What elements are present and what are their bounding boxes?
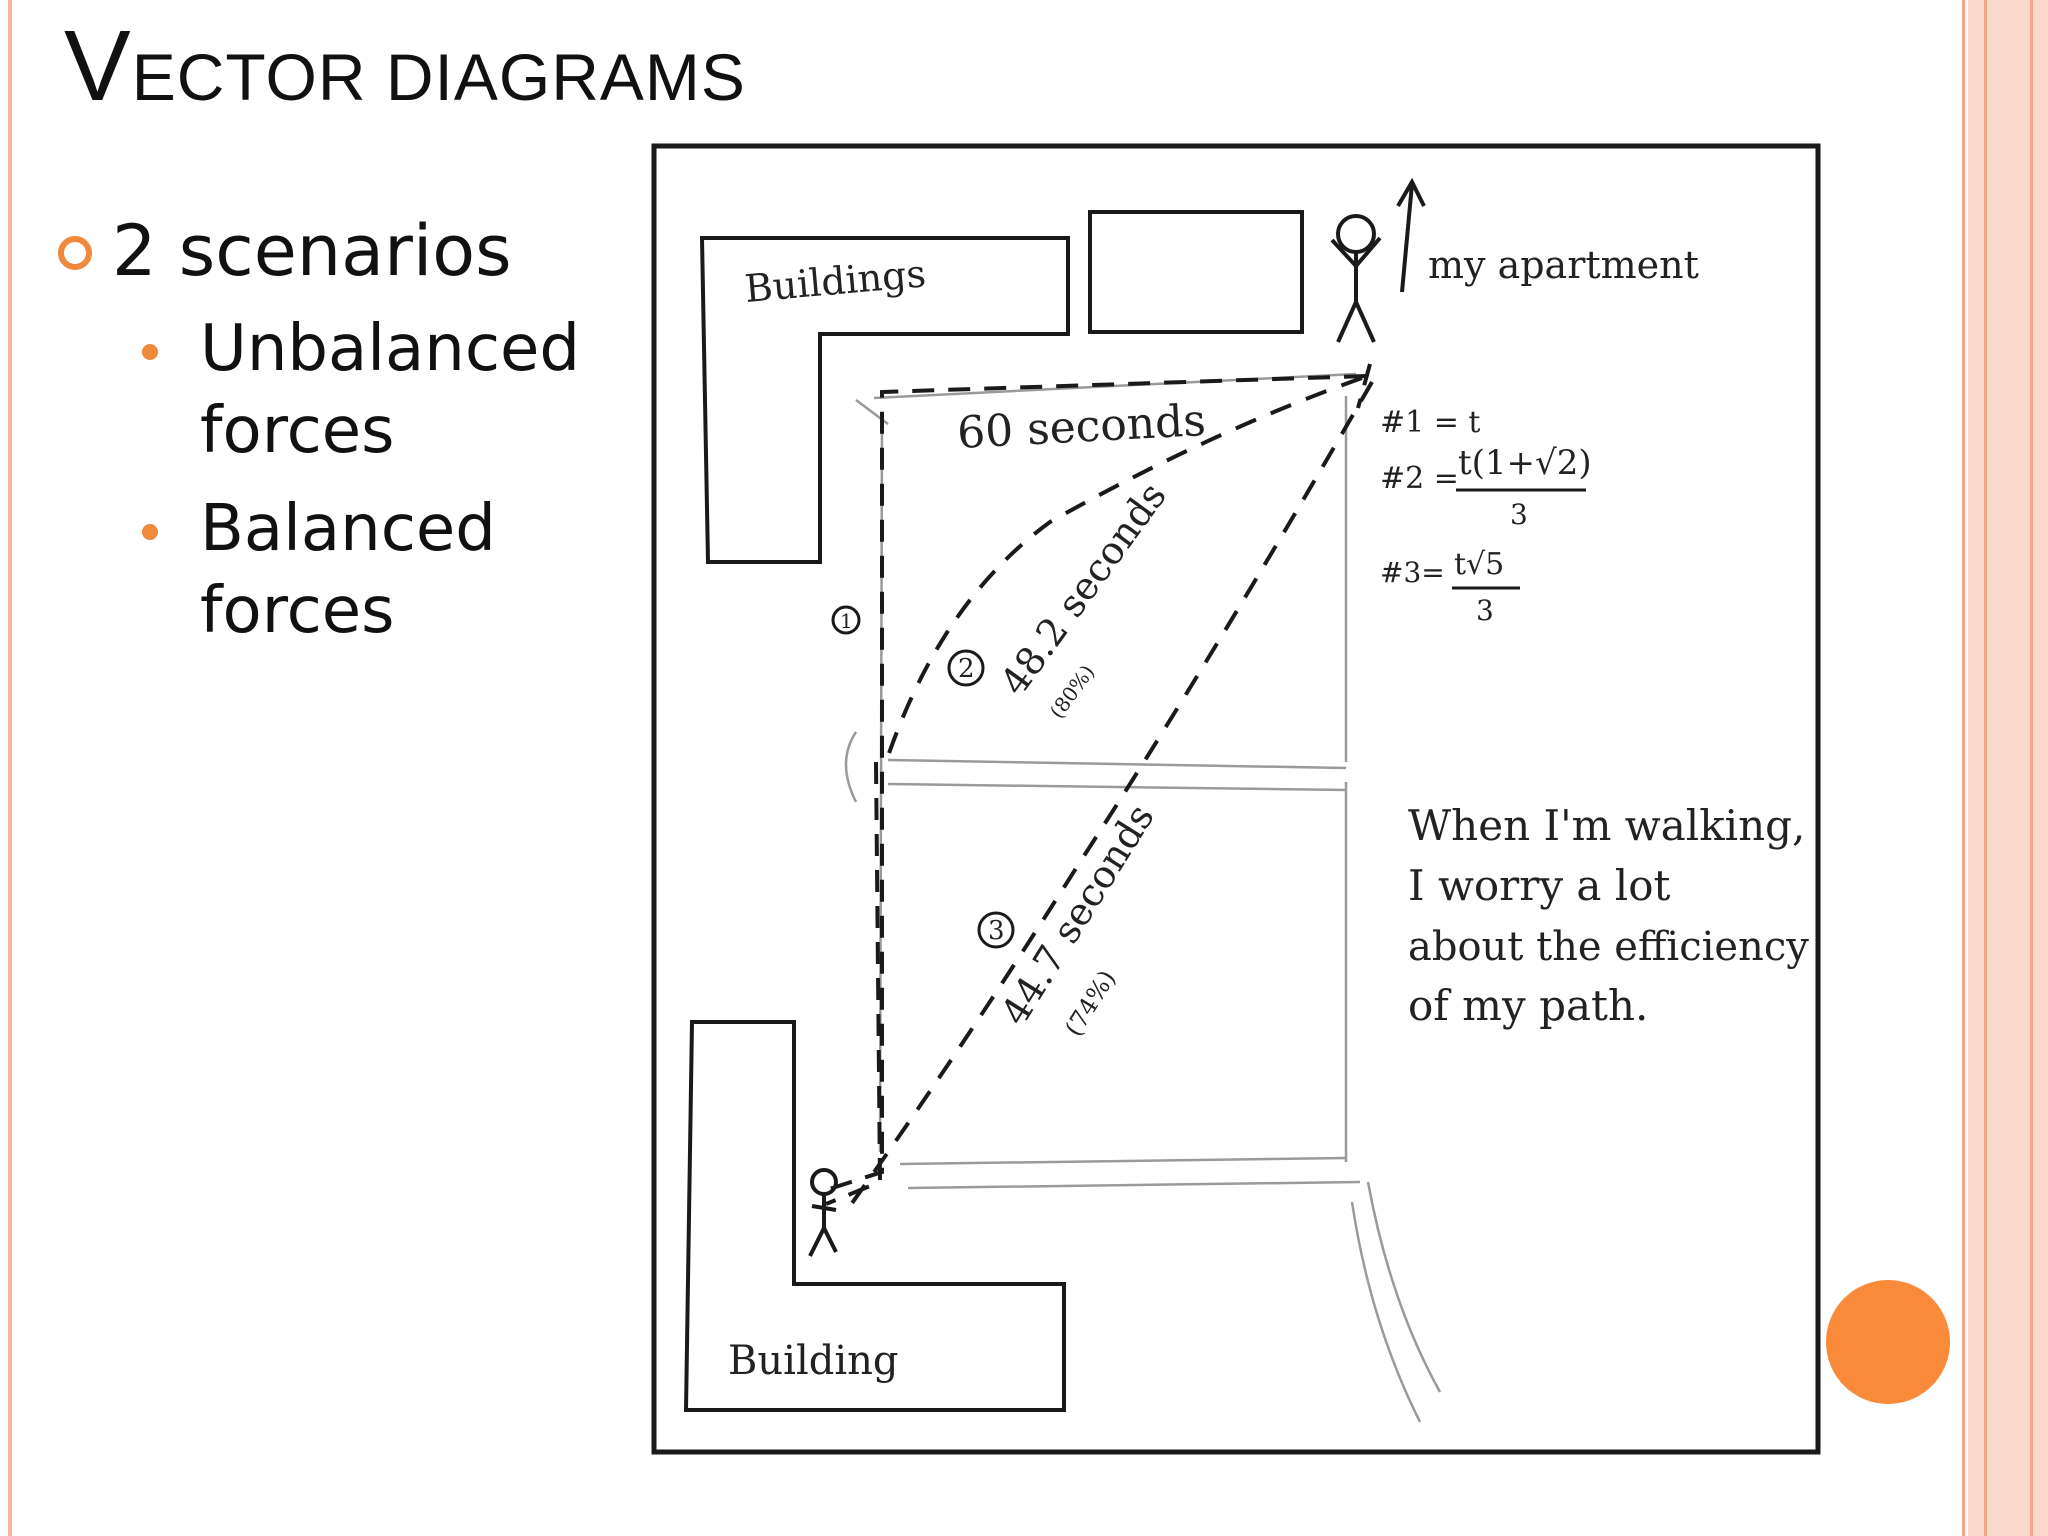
stick-figure-top-icon — [1330, 214, 1382, 343]
subbullet-line: forces — [200, 574, 395, 648]
svg-text:1: 1 — [840, 609, 853, 633]
right-decorative-band — [1968, 0, 2048, 1536]
label-building: Building — [728, 1338, 899, 1384]
subbullet-balanced: Balanced forces — [142, 488, 600, 652]
path-3 — [848, 380, 1374, 1208]
walking-path-sketch: Buildings Building my apartment 60 secon… — [651, 143, 1821, 1455]
path-2 — [884, 376, 1363, 763]
slide-title: VECTOR DIAGRAMS — [64, 10, 746, 122]
right-border-line — [1962, 0, 1965, 1536]
bullet-scenarios: 2 scenarios — [58, 208, 512, 294]
arrow-up-icon — [1396, 177, 1426, 293]
subbullet-text: Balanced forces — [200, 488, 600, 652]
sketch-frame — [651, 143, 1821, 1455]
subbullet-line: Balanced — [200, 492, 496, 566]
svg-text:3: 3 — [988, 916, 1005, 946]
equation-3-label: #3= — [1380, 556, 1445, 589]
dot-bullet-icon — [142, 524, 158, 540]
stick-figure-bottom-icon — [808, 1168, 838, 1257]
subbullet-text: Unbalanced forces — [200, 308, 600, 472]
marker-2: 2 — [947, 649, 985, 687]
building-top-left — [699, 236, 1070, 564]
subbullet-line: Unbalanced — [200, 312, 580, 386]
svg-text:2: 2 — [958, 654, 975, 684]
equation-1: #1 = t — [1380, 405, 1481, 440]
left-border-stripe — [8, 0, 12, 1536]
subbullet-line: forces — [200, 394, 395, 468]
caption-line-1: When I'm walking, — [1408, 801, 1805, 850]
building-bottom — [683, 1020, 1066, 1412]
subbullet-unbalanced: Unbalanced forces — [142, 308, 600, 472]
caption-line-4: of my path. — [1408, 981, 1648, 1030]
right-border-line — [2030, 0, 2033, 1536]
caption-line-2: I worry a lot — [1408, 861, 1671, 910]
decorative-orange-circle — [1826, 1280, 1950, 1404]
marker-3: 3 — [977, 911, 1015, 949]
building-top-middle — [1088, 210, 1304, 334]
equation-2-label: #2 = — [1380, 461, 1459, 496]
dot-bullet-icon — [142, 344, 158, 360]
bullet-text: 2 scenarios — [112, 210, 512, 292]
right-border-line — [1984, 0, 1987, 1536]
equation-2-denominator: 3 — [1510, 498, 1528, 531]
equation-3-numerator: t√5 — [1454, 547, 1504, 582]
caption-line-3: about the efficiency — [1408, 924, 1809, 970]
ring-bullet-icon — [58, 236, 92, 270]
label-my-apartment: my apartment — [1428, 243, 1699, 287]
equation-2-numerator: t(1+√2) — [1458, 443, 1592, 483]
marker-1: 1 — [831, 605, 861, 635]
equation-3-denominator: 3 — [1476, 594, 1494, 627]
